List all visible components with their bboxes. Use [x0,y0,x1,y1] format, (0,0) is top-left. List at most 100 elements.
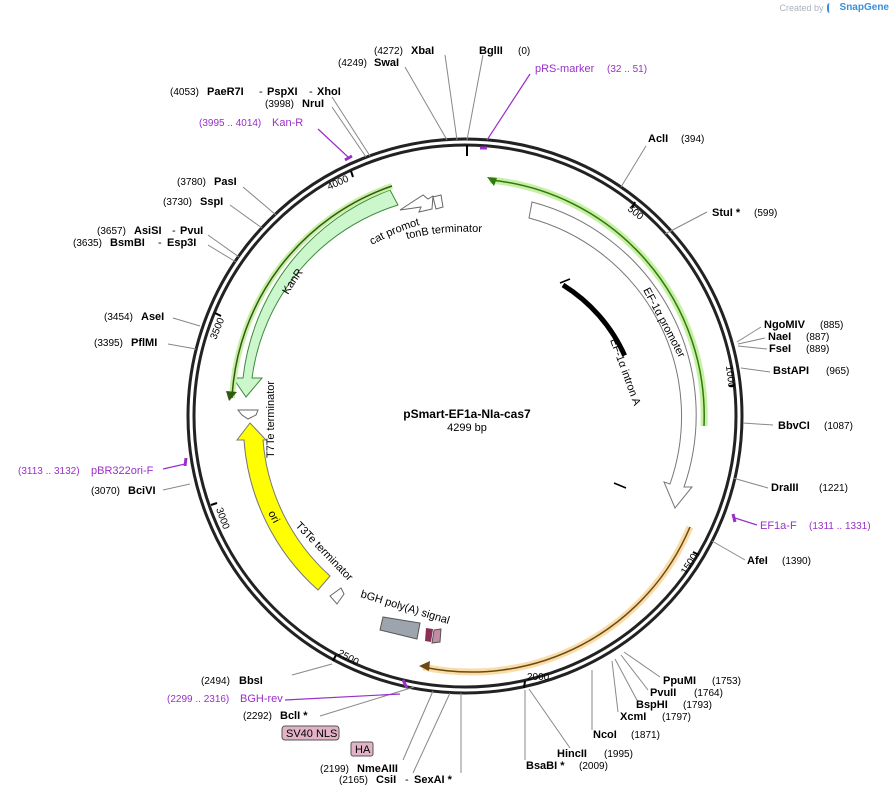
paer7i-label[interactable]: PaeR7I [207,86,244,98]
naei-pos: (887) [806,332,829,343]
sspi-label[interactable]: SspI [200,196,223,208]
snapgene-logo-icon [826,2,837,13]
bglii-label[interactable]: BglII [479,45,503,57]
xhoi-label[interactable]: XhoI [317,86,341,98]
tick-label-4000: 4000 [326,173,351,192]
asei-label[interactable]: AseI [141,311,164,323]
fsei-pos: (889) [806,344,829,355]
stui-label[interactable]: StuI * [712,207,741,219]
bglii-pos: (0) [518,46,530,57]
pasi-label[interactable]: PasI [214,176,237,188]
acli-label[interactable]: AclI [648,133,668,145]
asisi-pos: (3657) [97,226,126,237]
prs-marker-primer-range: (32 .. 51) [607,64,647,75]
bgh-rev-primer-range: (2299 .. 2316) [167,694,229,705]
kanr-highlight [229,183,393,399]
tick-1000 [728,384,736,387]
asisi-label[interactable]: AsiSI [134,225,162,237]
bsmbi-label[interactable]: BsmBI [110,237,145,249]
t7te-terminator-label: T7Te terminator [265,381,277,458]
dash-3: - [172,225,176,237]
pflmi-label[interactable]: PflMI [131,337,157,349]
bgh-rev-primer-label[interactable]: BGH-rev [240,693,283,705]
tick-label-2000: 2000 [527,672,550,683]
kanr-outer-arc [231,185,393,399]
kanr-feature [232,189,399,398]
afei-label[interactable]: AfeI [747,555,768,567]
cds-region-arc [422,526,691,673]
prs-marker-primer-label[interactable]: pRS-marker [535,63,595,75]
fsei-label[interactable]: FseI [769,343,791,355]
pvuii-label[interactable]: PvuII [650,687,676,699]
bbsi-label[interactable]: BbsI [239,675,263,687]
kanr-outer-arrowhead [226,391,237,401]
ef1a-intron-label: EF-1α intron A [607,337,643,408]
swai-pos: (4249) [338,58,367,69]
pvui-label[interactable]: PvuI [180,225,203,237]
ef1a-f-primer-label[interactable]: EF1a-F [760,520,797,532]
dash-4: - [158,237,162,249]
csii-label[interactable]: CsiI [376,774,396,786]
backbone-inner [192,143,738,689]
dash-5: - [405,774,409,786]
swai-label[interactable]: SwaI [374,57,399,69]
t7te-terminator-feature [236,409,259,420]
bcivi-label[interactable]: BciVI [128,485,156,497]
bcivi-pos: (3070) [91,486,120,497]
pflmi-pos: (3395) [94,338,123,349]
sv40-nls-box[interactable] [281,725,340,741]
xbai-pos: (4272) [374,46,403,57]
ha-tag-box[interactable] [350,741,374,757]
naei-label[interactable]: NaeI [768,331,791,343]
kan-r-primer-label[interactable]: Kan-R [272,117,303,129]
kan-r-primer-range: (3995 .. 4014) [199,118,261,129]
xbai-label[interactable]: XbaI [411,45,434,57]
snapgene-credit: Created by SnapGene [780,2,890,13]
ori-feature [235,422,331,591]
ppumi-label[interactable]: PpuMI [663,675,696,687]
hincii-pos: (1995) [604,749,633,760]
primer-lines [162,73,758,701]
bbvci-label[interactable]: BbvCI [778,420,810,432]
nmeaiii-label[interactable]: NmeAIII [357,763,398,775]
ori-label: ori [265,509,281,525]
ef1a-region-arc [489,179,705,427]
esp3i-label[interactable]: Esp3I [167,237,196,249]
bsabi-pos: (2009) [579,761,608,772]
bsphi-label[interactable]: BspHI [636,699,668,711]
plasmid-length: 4299 bp [447,422,487,434]
dash-2: - [309,86,313,98]
intron-cap-end [613,482,627,489]
ef1a-promoter-feature [528,201,697,509]
tick-label-3000: 3000 [213,506,231,531]
pasi-pos: (3780) [177,177,206,188]
tick-1500 [692,551,700,556]
bcli-label[interactable]: BclI * [280,710,308,722]
bcli-pos: (2292) [243,711,272,722]
backbone-outer [186,137,744,695]
draiii-pos: (1221) [819,483,848,494]
enzyme-lines [162,54,774,774]
ngomiv-label[interactable]: NgoMIV [764,319,806,331]
sexai-label[interactable]: SexAI * [414,774,453,786]
acli-pos: (394) [681,134,704,145]
t3te-terminator-feature [329,587,345,605]
bstapi-label[interactable]: BstAPI [773,365,809,377]
draiii-label[interactable]: DraIII [771,482,799,494]
dash-1: - [259,86,263,98]
ncoi-label[interactable]: NcoI [593,729,617,741]
nmeaiii-pos: (2199) [320,764,349,775]
pspxi-label[interactable]: PspXI [267,86,298,98]
pbr322ori-primer-range: (3113 .. 3132) [18,466,80,477]
tick-4000 [350,170,354,178]
xcmi-label[interactable]: XcmI [620,711,646,723]
paer7i-pos: (4053) [170,87,199,98]
sv40-nls-label: SV40 NLS [286,728,337,740]
hincii-label[interactable]: HincII [557,748,587,760]
tick-3500 [214,312,222,317]
nrui-label[interactable]: NruI [302,98,324,110]
bsabi-label[interactable]: BsaBI * [526,760,565,772]
tick-500 [631,201,636,209]
plasmid-name: pSmart-EF1a-NIa-cas7 [403,407,531,421]
pbr322ori-primer-label[interactable]: pBR322ori-F [91,465,154,477]
